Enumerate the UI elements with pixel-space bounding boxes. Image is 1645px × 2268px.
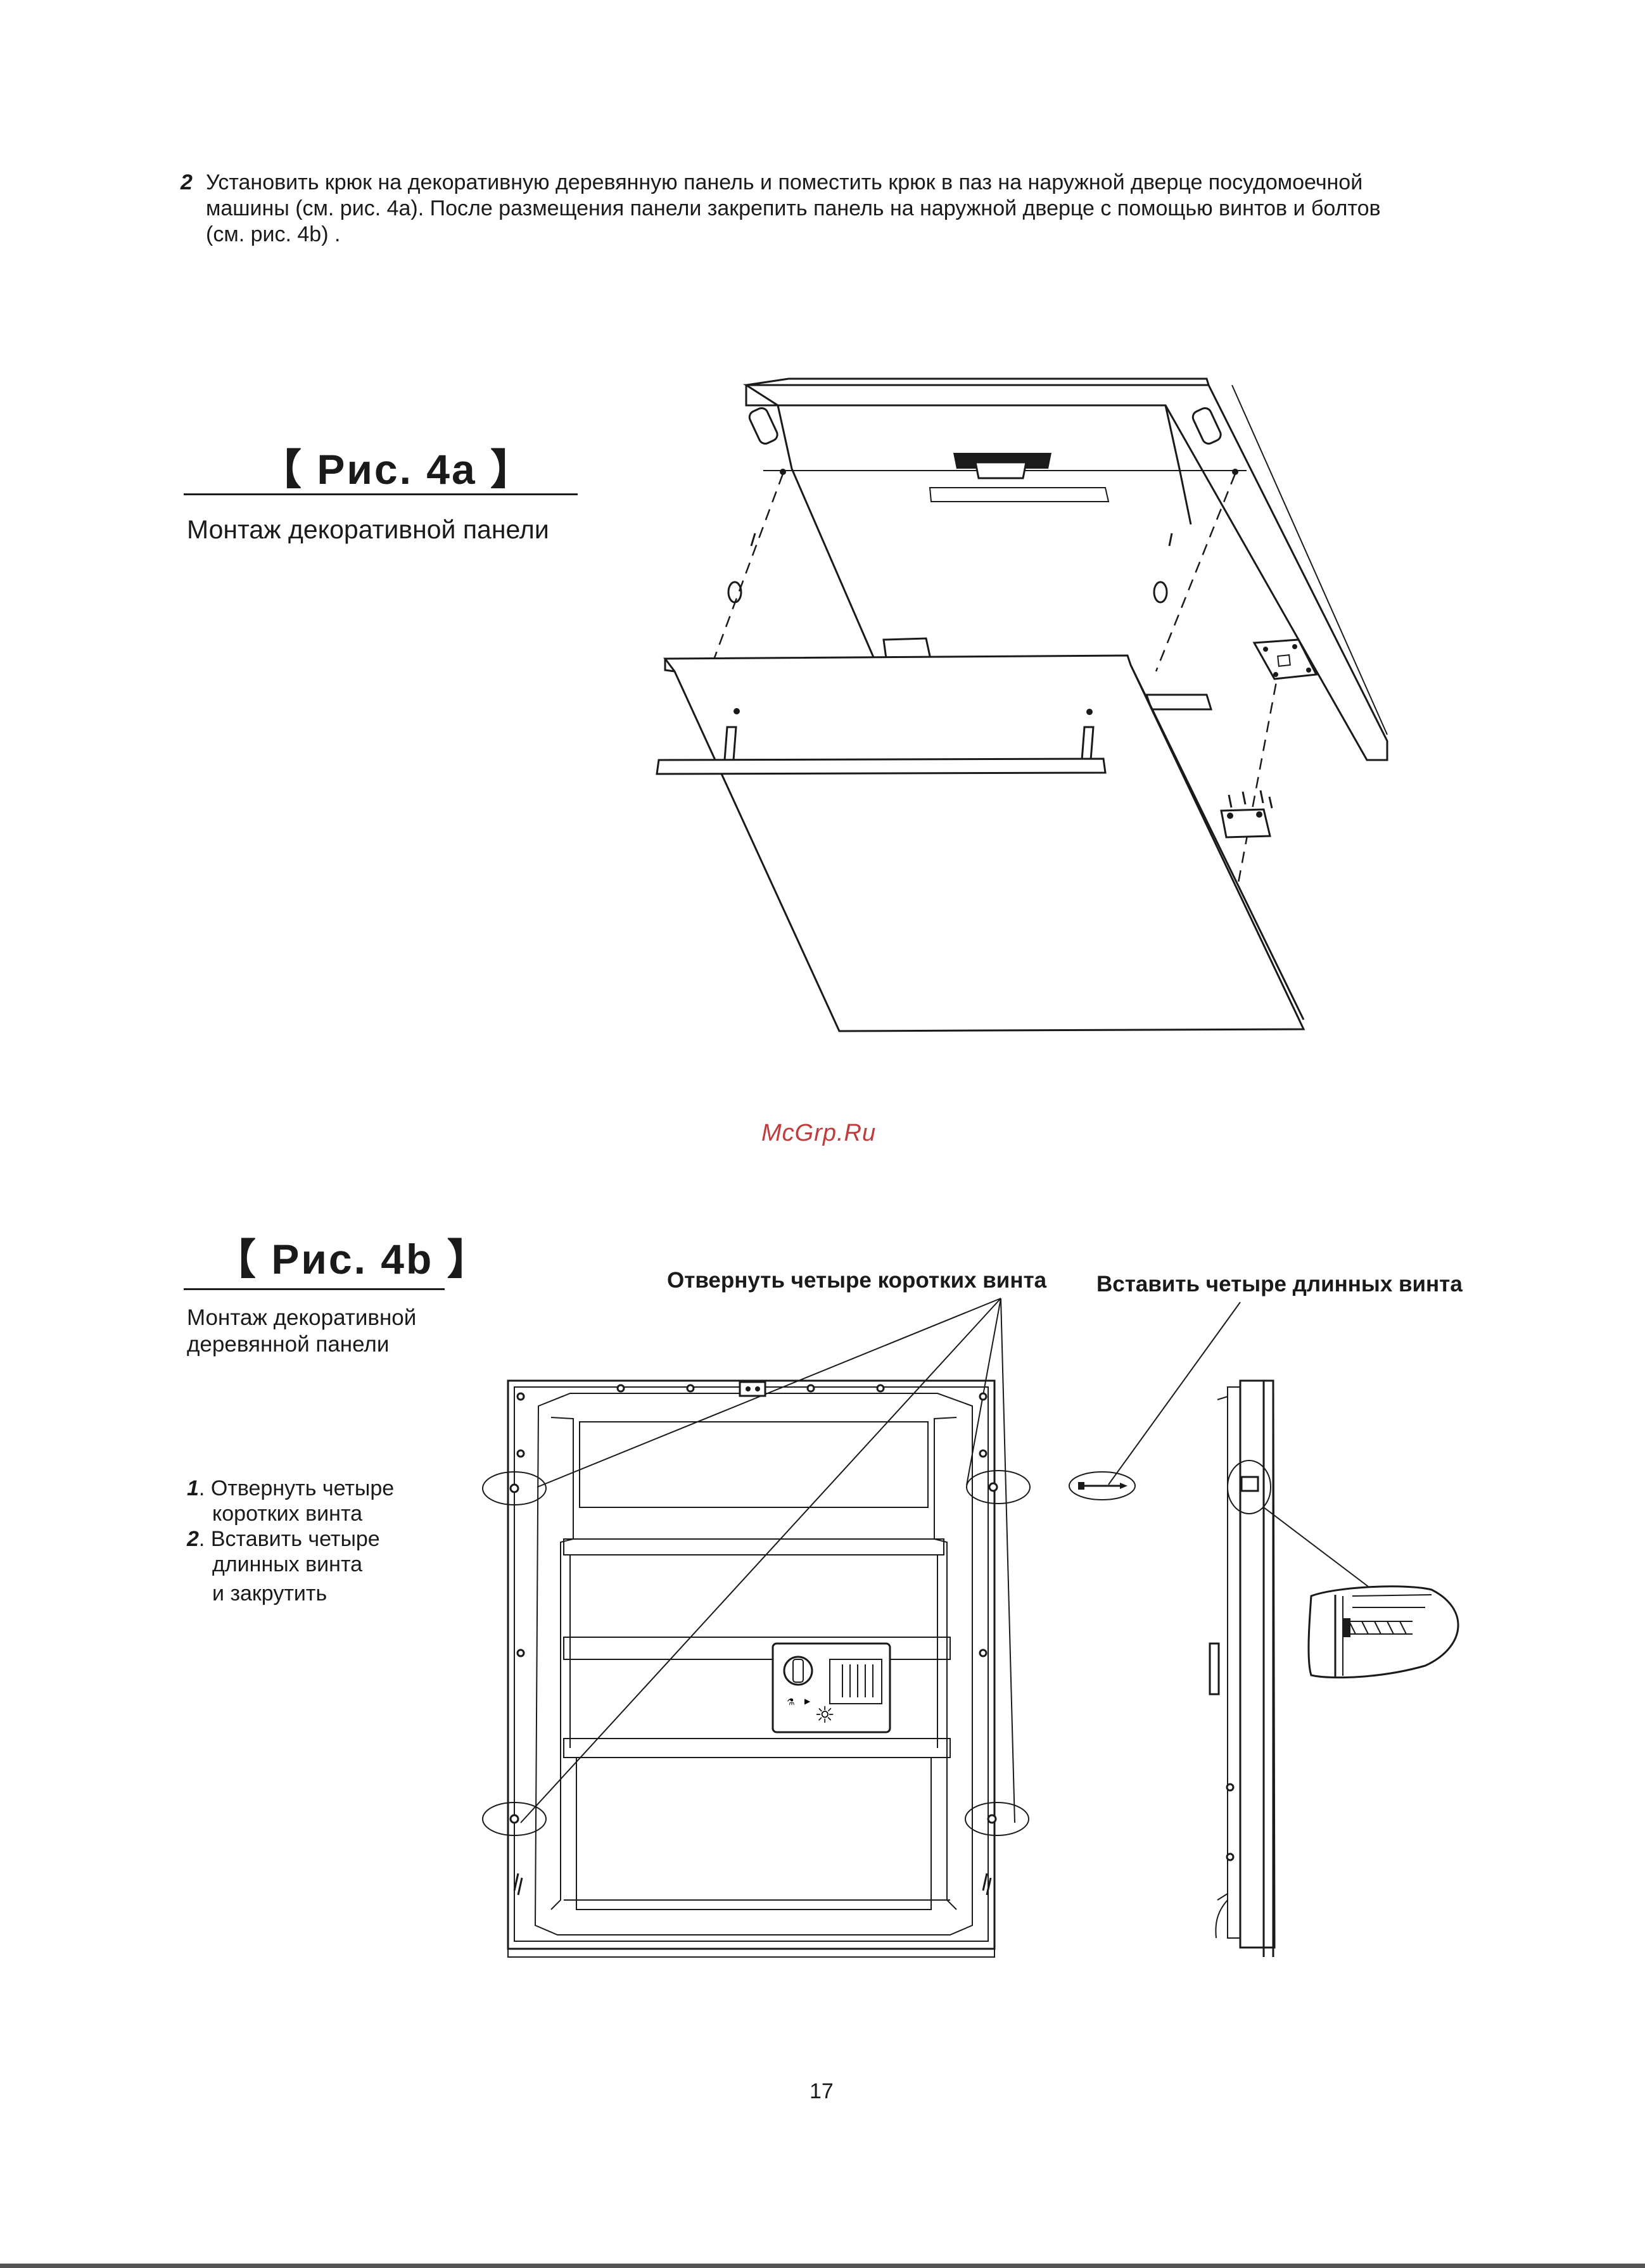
decorative-panel-side	[1129, 664, 1305, 1020]
upper-compartment	[579, 1421, 929, 1508]
panel-hook-left-icon	[723, 726, 737, 761]
dispenser-vent	[829, 1659, 882, 1704]
screw-callout-bottom-right	[965, 1802, 1029, 1836]
screw-callout-bottom-left	[482, 1802, 547, 1836]
door-vent-slot	[929, 487, 1110, 502]
detail-zoom	[1307, 1585, 1459, 1679]
inner-door-outline	[507, 1379, 996, 1950]
handle-recess	[974, 461, 1027, 479]
hook-right-icon	[1191, 407, 1222, 445]
short-screw-icon	[987, 1814, 997, 1824]
dial-hardness-icon: ⚗	[787, 1697, 795, 1707]
side-view-liner	[1217, 1395, 1228, 1901]
decorative-panel	[663, 654, 1305, 1032]
side-strip	[1145, 694, 1213, 711]
screw-callout-top-left	[482, 1471, 547, 1505]
guide-line-right	[1155, 473, 1236, 672]
pointer-line-2	[520, 1298, 1001, 1823]
short-screw-icon	[988, 1482, 998, 1492]
dial-arrow-icon: ▶	[804, 1697, 811, 1706]
bracket-screws-icon	[1228, 790, 1273, 809]
fig4b-title: 【 Рис. 4b 】	[214, 1236, 491, 1283]
lower-compartment	[576, 1758, 932, 1910]
door-side-panel	[742, 384, 1388, 761]
callout-unscrew: Отвернуть четыре коротких винта	[667, 1268, 1047, 1293]
guide-line-bracket	[1234, 664, 1281, 900]
intro-paragraph: 2 Установить крюк на декоративную деревя…	[181, 170, 1479, 248]
door-left-edge	[777, 405, 875, 659]
step-1: 1. Отвернуть четыре	[187, 1476, 395, 1500]
nut-left-icon	[727, 581, 742, 604]
door-bracket-plate	[1252, 638, 1318, 680]
step-2-line-2: длинных винта	[212, 1552, 363, 1576]
step-1-line-1: Отвернуть четыре	[210, 1476, 395, 1500]
inner-right-rail	[934, 1417, 957, 1910]
fig4b-subtitle-line-1: Монтаж декоративной	[187, 1305, 417, 1330]
short-screw-icon	[509, 1814, 519, 1824]
middle-shelf	[563, 1637, 951, 1660]
corner-clip-left	[513, 1873, 523, 1896]
dial-sun-icon: ☼	[815, 1702, 835, 1728]
top-latch-icon	[739, 1381, 766, 1397]
hook-left-icon	[748, 407, 778, 445]
screw-right-icon	[1168, 533, 1173, 547]
detail-thread-icon	[1349, 1621, 1407, 1635]
door-top-front	[745, 385, 778, 407]
side-view-panel	[1262, 1381, 1274, 1957]
top-shelf	[563, 1538, 944, 1555]
step-2-line-3: и закрутить	[212, 1581, 327, 1606]
panel-hook-right-icon	[1081, 726, 1095, 761]
fig4b-subtitle: Монтаж декоративной деревянной панели	[187, 1305, 416, 1358]
fig4b-title-rule	[184, 1288, 445, 1290]
detail-leader-line	[1263, 1507, 1369, 1587]
side-detail-circle	[1227, 1460, 1271, 1514]
side-hinge-icon	[1209, 1642, 1220, 1695]
fig4a-title: 【 Рис. 4a 】	[260, 446, 535, 493]
side-view-door	[1239, 1379, 1276, 1949]
panel-handle-strip	[656, 757, 1107, 775]
screw-left-icon	[750, 533, 756, 547]
step-2-line-1: Вставить четыре	[210, 1527, 380, 1551]
door-side-line	[1231, 384, 1388, 735]
step-2: 2. Вставить четыре	[187, 1527, 380, 1551]
callout-insert: Вставить четыре длинных винта	[1096, 1272, 1463, 1296]
inner-left-rail	[550, 1417, 574, 1910]
detail-screw-head	[1343, 1618, 1350, 1637]
guide-line-left	[708, 473, 784, 672]
fig4a-illustration	[656, 377, 1388, 1032]
watermark-text: McGrp.Ru	[761, 1120, 877, 1146]
intro-line-2: машины (см. рис. 4а). После размещения п…	[206, 196, 1381, 220]
intro-line-1: Установить крюк на декоративную деревянн…	[206, 170, 1363, 194]
screw-callout-top-right	[966, 1470, 1031, 1504]
inner-tub-outline	[534, 1393, 973, 1935]
intro-line-3: (см. рис. 4b) .	[206, 222, 341, 246]
rinse-aid-dial-icon	[783, 1656, 813, 1686]
edge-screw-holes	[516, 1384, 988, 1657]
decorative-panel-edge	[664, 659, 675, 673]
step-2-number: 2	[187, 1527, 199, 1551]
fig4b-steps: 1. Отвернуть четыре коротких винта 2. Вс…	[187, 1476, 453, 1606]
inner-door-base	[507, 1949, 995, 1958]
page-number: 17	[810, 2079, 834, 2103]
pointer-line-5	[1108, 1302, 1241, 1485]
side-screw-icon	[1240, 1476, 1259, 1492]
fig4a-title-rule	[184, 493, 578, 495]
page-bottom-border	[0, 2264, 1645, 2268]
step-1-line-2: коротких винта	[212, 1502, 363, 1526]
door-inner-edge	[1164, 405, 1192, 525]
pointer-line-4	[1000, 1298, 1015, 1823]
fig4a-subtitle: Монтаж декоративной панели	[187, 515, 549, 544]
short-screw-icon	[509, 1483, 519, 1493]
fig4b-illustration: ⚗ ▶ ☼	[482, 1298, 1459, 1958]
lower-shelf	[563, 1738, 951, 1758]
corner-clip-right	[982, 1873, 992, 1896]
inner-door-inset	[514, 1386, 989, 1942]
step-1-number: 1	[187, 1476, 199, 1500]
side-view-foot	[1215, 1899, 1228, 1939]
long-screw-callout	[1069, 1471, 1136, 1500]
nut-right-icon	[1153, 581, 1168, 604]
step-number: 2	[181, 170, 193, 194]
fig4b-subtitle-line-2: деревянной панели	[187, 1332, 390, 1357]
